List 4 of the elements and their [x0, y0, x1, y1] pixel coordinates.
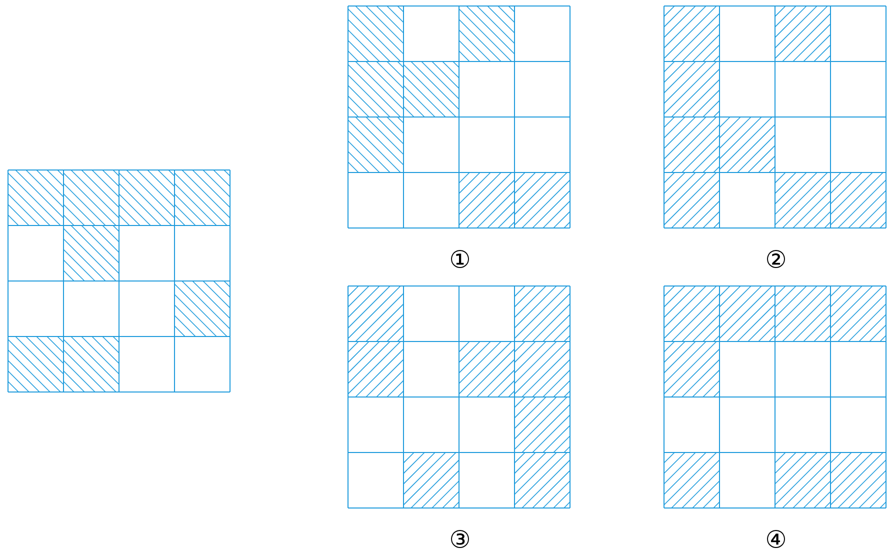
option-number: ① [451, 250, 469, 268]
option-number: ② [767, 250, 785, 268]
option-number: ④ [767, 530, 785, 548]
option-number: ③ [451, 530, 469, 548]
